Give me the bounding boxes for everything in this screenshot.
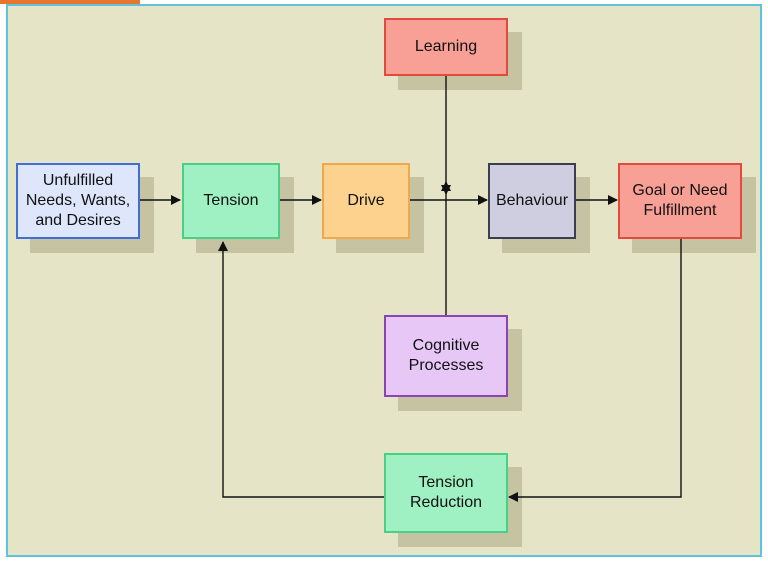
arrow-goal-to-tension-reduction xyxy=(508,239,682,502)
node-tension-reduction-label: Tension Reduction xyxy=(409,474,483,511)
node-unfulfilled-label: Unfulfilled Needs, Wants, and Desires xyxy=(25,172,131,229)
node-drive: Drive xyxy=(322,163,410,239)
node-learning-label: Learning xyxy=(414,38,478,55)
arrow-reduction-to-tension xyxy=(218,241,384,498)
node-drive-label: Drive xyxy=(347,192,385,209)
node-learning: Learning xyxy=(384,18,508,76)
top-accent-bar xyxy=(0,0,140,4)
node-tension-reduction: Tension Reduction xyxy=(384,453,508,533)
node-cognitive-label: Cognitive Processes xyxy=(408,337,484,374)
node-cognitive-processes: Cognitive Processes xyxy=(384,315,508,397)
node-behaviour-label: Behaviour xyxy=(495,192,569,209)
node-tension: Tension xyxy=(182,163,280,239)
node-tension-label: Tension xyxy=(203,192,259,209)
node-goal-label: Goal or Need Fulfillment xyxy=(632,182,728,219)
node-unfulfilled-needs: Unfulfilled Needs, Wants, and Desires xyxy=(16,163,140,239)
node-behaviour: Behaviour xyxy=(488,163,576,239)
node-goal-fulfillment: Goal or Need Fulfillment xyxy=(618,163,742,239)
